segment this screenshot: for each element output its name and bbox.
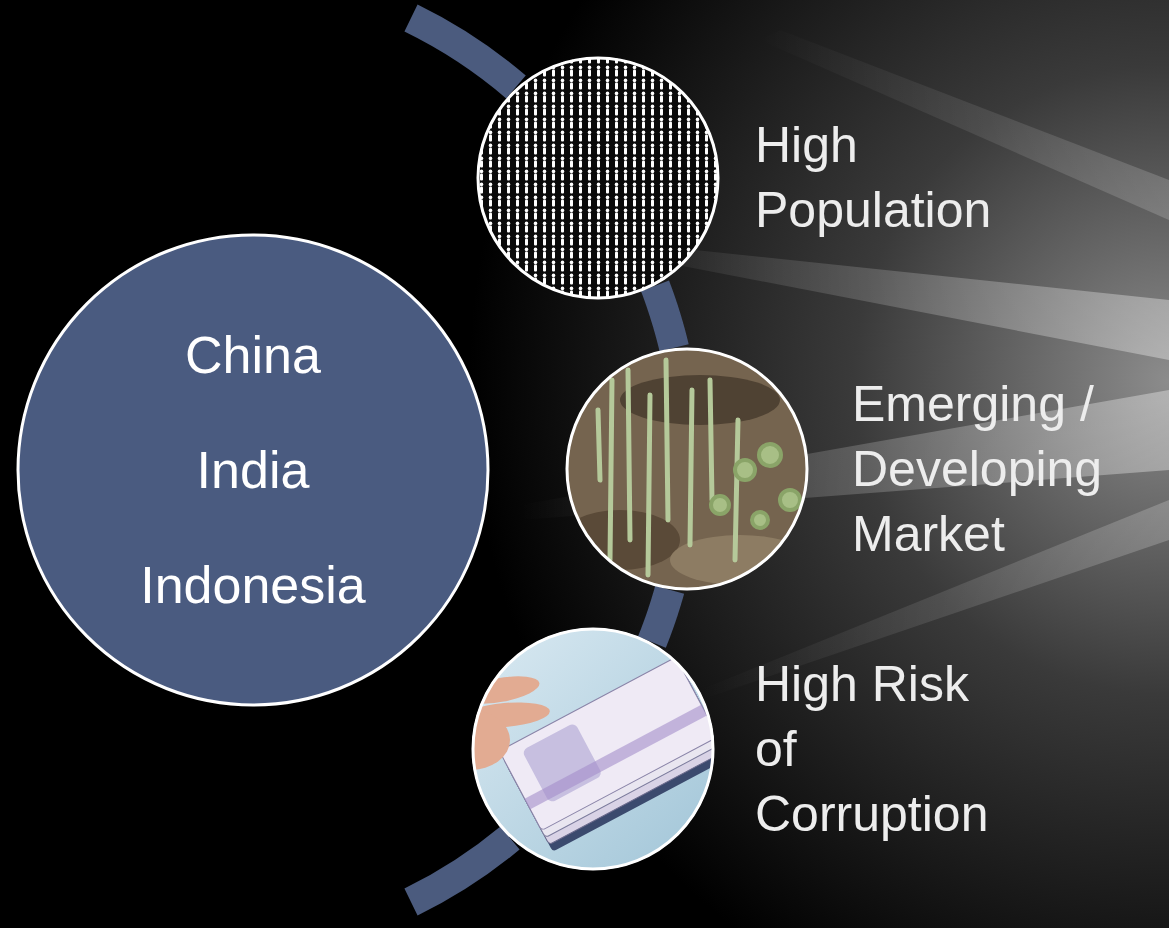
fern-stalks	[598, 360, 738, 575]
circle-shape	[18, 235, 488, 705]
feature-circle: High Risk of Corruption	[471, 627, 715, 871]
arc-band	[655, 286, 674, 348]
country-name: India	[197, 438, 310, 503]
arc-band	[652, 590, 670, 642]
circle-shape	[478, 58, 718, 298]
text-group: ChinaIndiaIndonesia	[16, 233, 490, 707]
sprouts-picture	[560, 340, 820, 600]
circle-outline	[565, 347, 809, 591]
arc-band-end	[411, 838, 510, 902]
text-group: High Risk of Corruption	[755, 652, 1020, 847]
circle-outline	[471, 627, 715, 871]
arc-band-end	[411, 18, 516, 87]
banknotes-picture	[430, 620, 729, 880]
circle-label: High Population	[755, 113, 1020, 243]
circle-outline	[476, 56, 720, 300]
feature-circle: High Population	[476, 56, 720, 300]
main-circle: ChinaIndiaIndonesia	[16, 233, 490, 707]
circle-label: High Risk of Corruption	[755, 652, 1020, 847]
country-name: China	[185, 323, 321, 388]
circle-shape	[567, 349, 807, 589]
soil-patch	[620, 375, 780, 425]
circle-shape	[473, 629, 713, 869]
soil	[560, 340, 820, 600]
banknote-band	[525, 705, 707, 809]
country-name: Indonesia	[140, 553, 366, 618]
text-group: High Population	[755, 113, 1020, 243]
text-group: Emerging / Developing Market	[852, 372, 1117, 567]
circle-label: Emerging / Developing Market	[852, 372, 1117, 567]
fern-curls	[711, 444, 800, 528]
feature-circle: Emerging / Developing Market	[565, 347, 809, 591]
